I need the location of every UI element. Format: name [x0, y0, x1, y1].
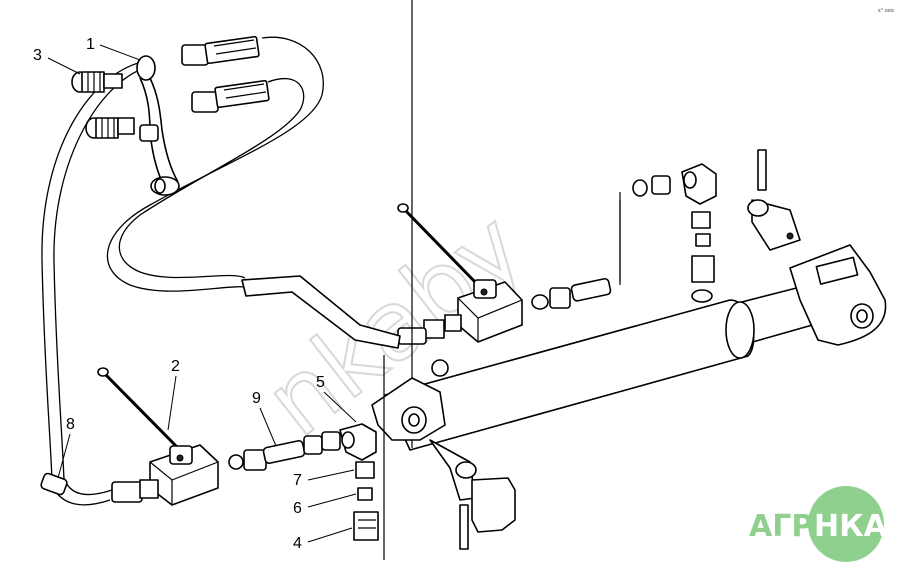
- upper-fittings: [531, 277, 612, 310]
- callouts: 1 2 3 4 5 6 7 8 9: [33, 36, 357, 552]
- callout-1: 1: [86, 36, 95, 53]
- callout-6: 6: [293, 500, 302, 517]
- logo-left-text: АГРО: [749, 509, 839, 544]
- callout-9: 9: [252, 390, 261, 407]
- elbow-fitting-right: [619, 163, 717, 303]
- lower-fittings: [228, 423, 379, 541]
- centre-lines: [383, 200, 621, 560]
- callout-2: 2: [171, 358, 180, 375]
- clevis-pin: [747, 149, 801, 251]
- callout-4: 4: [293, 535, 302, 552]
- hose-lines: [40, 36, 324, 506]
- corner-mark: s° ooo: [878, 8, 894, 14]
- agronka-logo: АГРО НКА: [749, 486, 888, 562]
- hose-end-fittings-top: [181, 35, 270, 113]
- callout-5: 5: [316, 374, 325, 391]
- lower-pin-and-clip: [429, 439, 516, 550]
- callout-7: 7: [293, 472, 302, 489]
- coupling-cap-strap: [136, 55, 180, 196]
- callout-8: 8: [66, 416, 75, 433]
- lower-valve: [97, 367, 219, 506]
- logo-right-text: НКА: [814, 509, 888, 544]
- callout-3: 3: [33, 47, 42, 64]
- hydraulic-cylinder: [371, 0, 887, 451]
- logo-circle: [808, 486, 884, 562]
- quick-coupler: [71, 71, 135, 139]
